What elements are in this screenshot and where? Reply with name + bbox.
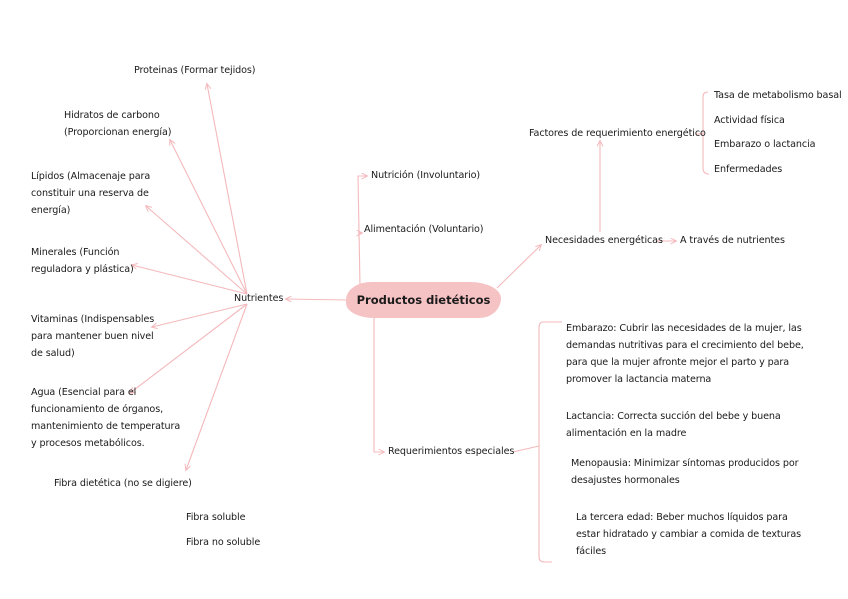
nutrientes-node: Nutrientes xyxy=(234,293,284,304)
factor-item: Actividad física xyxy=(714,115,785,126)
factor-item: Embarazo o lactancia xyxy=(714,139,816,150)
minerales-node: Minerales (Función reguladora y plástica… xyxy=(31,247,134,275)
menopausia-node: Menopausia: Minimizar síntomas producido… xyxy=(571,458,799,486)
lactancia-node: Lactancia: Correcta succión del bebe y b… xyxy=(566,411,781,439)
proteinas-node: Proteinas (Formar tejidos) xyxy=(134,65,256,76)
embarazo-node: Embarazo: Cubrir las necesidades de la m… xyxy=(566,323,804,385)
center-node-label: Productos dietéticos xyxy=(356,293,491,307)
nutricion-node: Nutrición (Involuntario) xyxy=(371,170,481,181)
fibra-no-soluble-node: Fibra no soluble xyxy=(186,537,261,548)
requerimientos-node: Requerimientos especiales xyxy=(388,446,515,457)
a-traves-node: A través de nutrientes xyxy=(680,235,785,246)
factor-item: Tasa de metabolismo basal xyxy=(714,90,842,101)
tercera-edad-node: La tercera edad: Beber muchos líquidos p… xyxy=(576,512,802,557)
factores-node: Factores de requerimiento energético xyxy=(529,128,706,139)
necesidades-node: Necesidades energéticas xyxy=(545,235,663,246)
agua-node: Agua (Esencial para el funcionamiento de… xyxy=(31,387,181,449)
fibra-soluble-node: Fibra soluble xyxy=(186,512,246,523)
hidratos-node: Hidratos de carbono (Proporcionan energí… xyxy=(64,110,172,138)
fibra-node: Fibra dietética (no se digiere) xyxy=(54,478,192,489)
factor-item: Enfermedades xyxy=(714,164,783,175)
center-node-background xyxy=(346,282,501,318)
vitaminas-node: Vitaminas (Indispensables para mantener … xyxy=(31,314,155,359)
alimentacion-node: Alimentación (Voluntario) xyxy=(364,224,484,235)
lipidos-node: Lípidos (Almacenaje para constituir una … xyxy=(31,171,151,216)
